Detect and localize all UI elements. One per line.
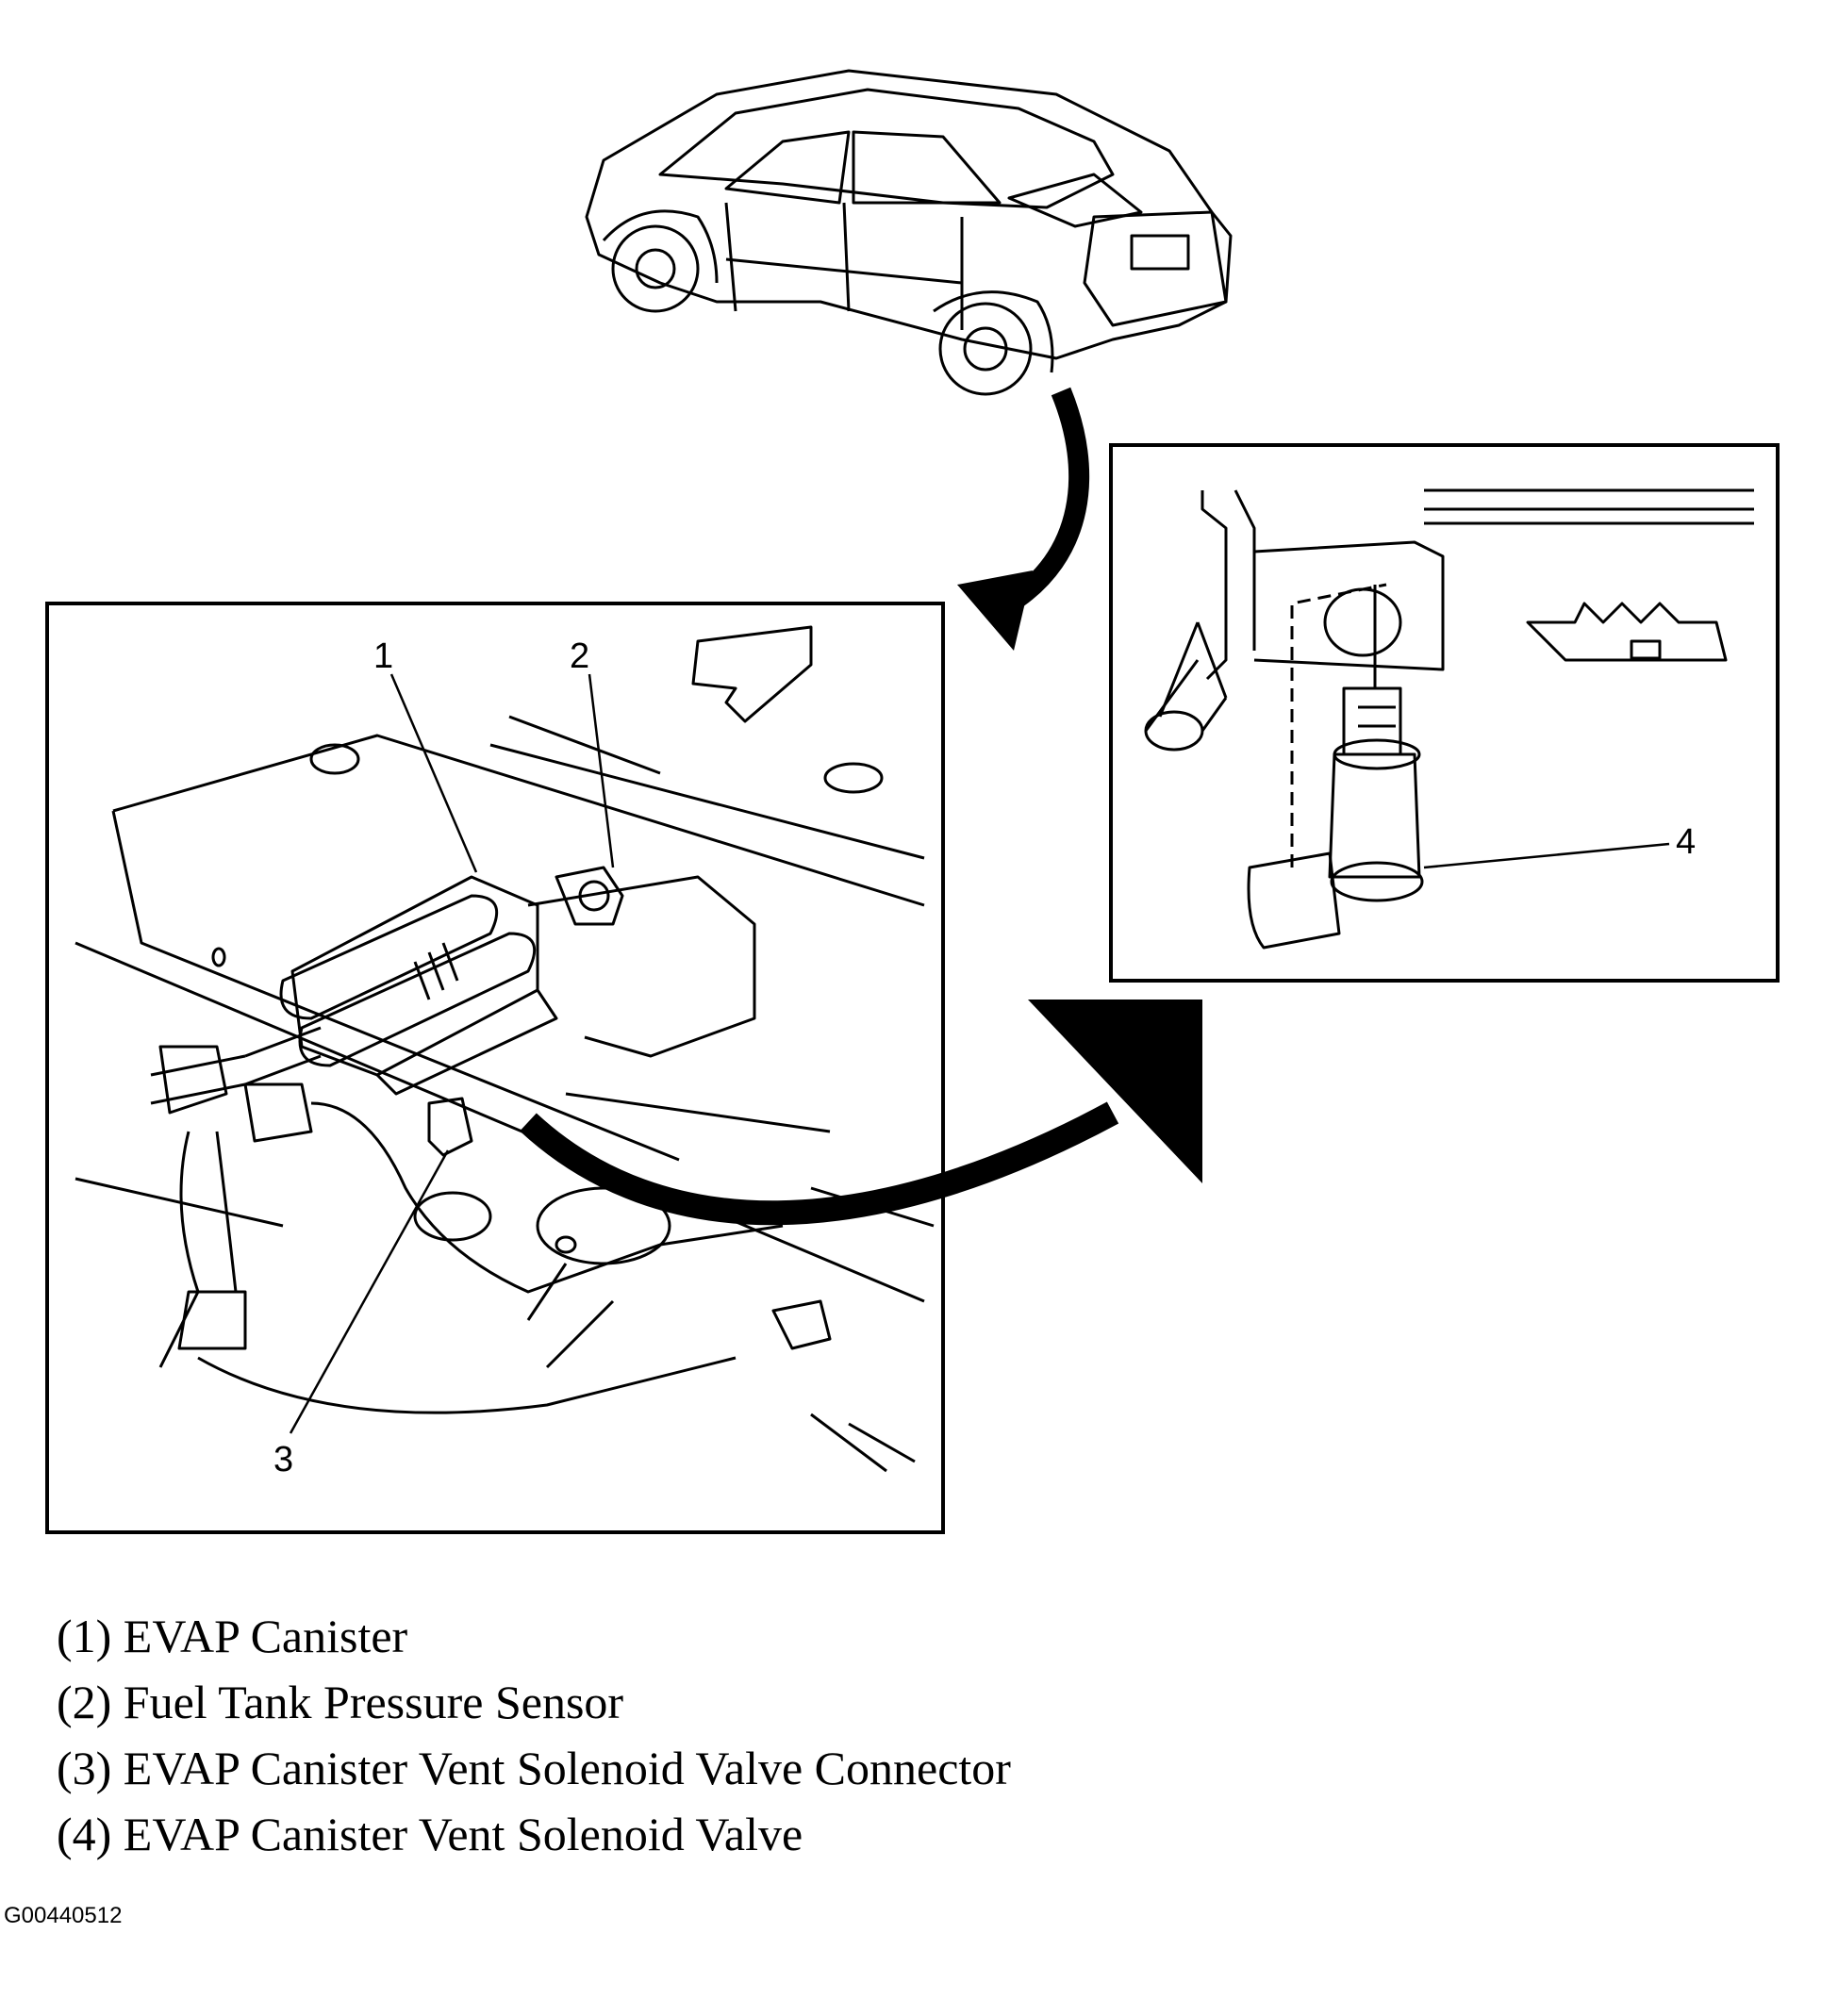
legend-item-evap-canister: (1) EVAP Canister <box>57 1610 408 1662</box>
solenoid-detail-panel <box>1109 443 1780 983</box>
pointer-arrow-car-to-detail <box>957 387 1090 651</box>
legend-item-fuel-tank-pressure-sensor: (2) Fuel Tank Pressure Sensor <box>57 1676 624 1728</box>
solenoid-illustration <box>1144 488 1754 950</box>
pointer-arrow-detail-to-solenoid <box>520 1000 1202 1226</box>
legend-item-vent-solenoid-valve: (4) EVAP Canister Vent Solenoid Valve <box>57 1808 803 1860</box>
forward-direction-arrow <box>691 625 813 723</box>
vehicle-illustration <box>585 69 1233 396</box>
callout-3: 3 <box>273 1440 293 1479</box>
legend-item-vent-solenoid-connector: (3) EVAP Canister Vent Solenoid Valve Co… <box>57 1742 1011 1794</box>
leader-lines-detail <box>289 673 615 1434</box>
leader-line-4 <box>1423 842 1670 869</box>
callout-1: 1 <box>373 636 393 676</box>
figure-id: G00440512 <box>4 1903 123 1928</box>
callout-2: 2 <box>570 636 589 676</box>
callout-4: 4 <box>1676 822 1696 862</box>
underbody-detail-panel <box>45 602 945 1534</box>
underbody-illustration <box>75 625 935 1473</box>
component-legend: (1) EVAP Canister (2) Fuel Tank Pressure… <box>57 1603 1011 1867</box>
